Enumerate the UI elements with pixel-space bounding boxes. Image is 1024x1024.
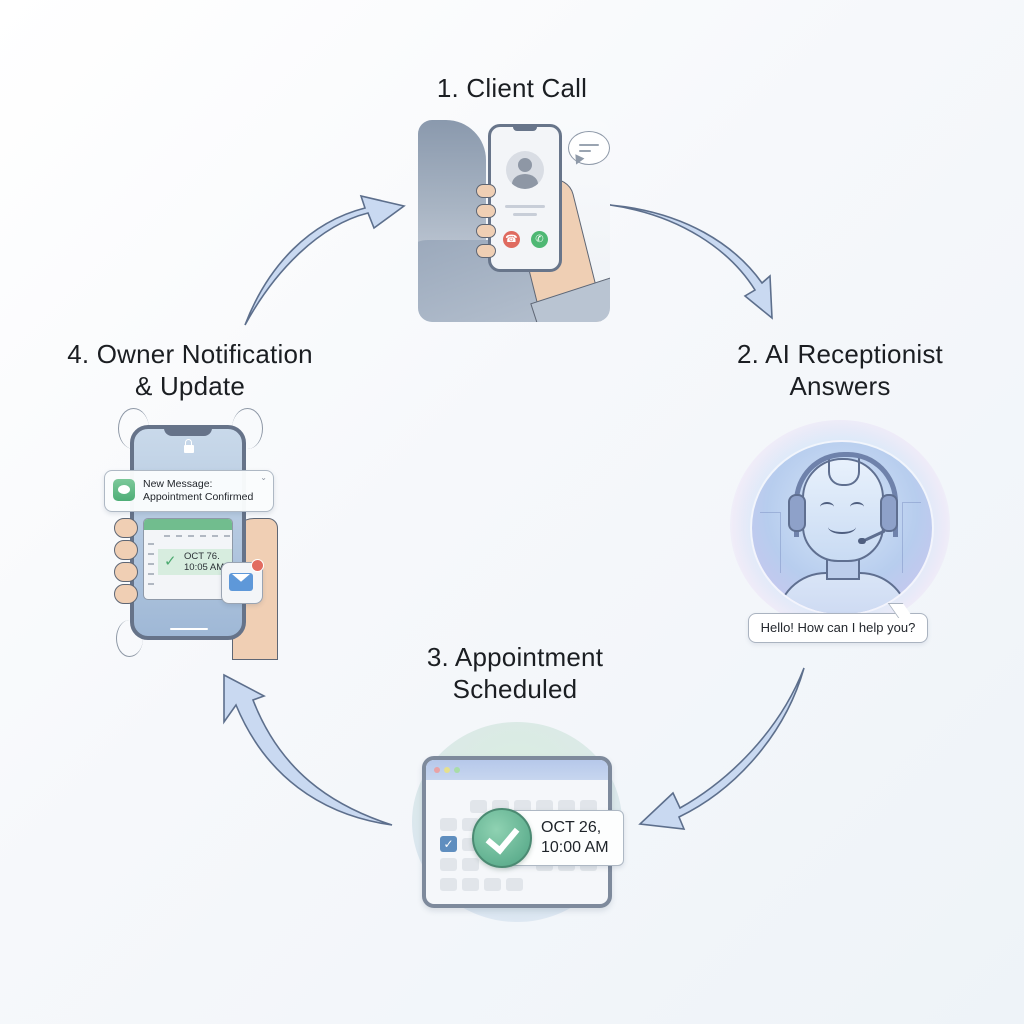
calendar-cell [506, 878, 523, 891]
home-indicator [170, 628, 208, 630]
mini-calendar-time: 10:05 AM [184, 562, 225, 573]
mini-calendar-row [148, 543, 154, 545]
notification-body: Appointment Confirmed [143, 491, 254, 503]
step-2-label: 2. AI Receptionist Answers [720, 338, 960, 402]
step-1-label-line: 1. Client Call [436, 73, 588, 103]
phone-notch [164, 428, 212, 436]
circuit-line [902, 502, 921, 573]
speech-line [579, 150, 591, 152]
ai-greeting-text: Hello! How can I help you? [760, 620, 916, 635]
notification-title: New Message: [143, 478, 213, 490]
arrow-calendar-to-owner [223, 673, 393, 826]
calendar-cell [470, 800, 487, 813]
step-1-label: 1. Client Call [412, 72, 612, 104]
mini-calendar-day [164, 535, 170, 537]
mini-calendar-day [176, 535, 182, 537]
headset-mic-tip [858, 538, 866, 544]
mini-calendar-row [148, 583, 154, 585]
calendar-titlebar [426, 760, 608, 780]
mini-calendar-row [148, 573, 154, 575]
mini-calendar-row [148, 563, 154, 565]
check-circle-icon [472, 808, 532, 868]
notification-dot-icon [251, 559, 264, 572]
step-4-label-line-1: 4. Owner Notification [67, 339, 313, 369]
robot-icon [750, 440, 934, 616]
calendar-cell [536, 800, 553, 813]
speech-bubble-icon [568, 131, 610, 167]
caller-info-placeholder [513, 213, 537, 216]
finger [114, 584, 138, 604]
headset-earcup [788, 494, 806, 532]
circuit-line [760, 512, 781, 573]
mini-calendar-highlight [158, 549, 232, 575]
mini-calendar-header [144, 519, 232, 530]
accept-call-icon: ✆ [531, 231, 548, 248]
phone-notch [513, 126, 537, 131]
calendar-cell [484, 878, 501, 891]
step-4-label: 4. Owner Notification & Update [40, 338, 340, 402]
mini-calendar-day [212, 535, 218, 537]
headset-earcup [880, 494, 898, 532]
arrow-owner-to-call [244, 194, 406, 326]
calendar-cell [440, 858, 457, 871]
calendar-cell [580, 800, 597, 813]
mini-calendar-day [224, 535, 230, 537]
arrow-call-to-ai [609, 204, 773, 320]
calendar-cell [514, 800, 531, 813]
calendar-cell [440, 878, 457, 891]
vibration-lines [116, 620, 143, 657]
calendar-cell [462, 878, 479, 891]
contact-avatar-icon [506, 151, 544, 189]
step-2-label-line-1: 2. AI Receptionist [737, 339, 943, 369]
step-3-label-line-2: Scheduled [452, 674, 578, 704]
vibration-lines [118, 408, 149, 449]
mail-icon [221, 559, 264, 604]
step-3-label-line-1: 3. Appointment [426, 642, 604, 672]
finger [114, 540, 138, 560]
finger [476, 244, 496, 258]
window-dot-red [434, 767, 440, 773]
vibration-lines [232, 408, 263, 449]
envelope [229, 573, 253, 591]
speech-line [579, 144, 599, 146]
decline-call-icon: ☎ [503, 231, 520, 248]
window-dot-yellow [444, 767, 450, 773]
ai-greeting-bubble: Hello! How can I help you? [748, 603, 928, 643]
chevron-down-icon: ⌄ [260, 473, 267, 482]
window-dot-green [454, 767, 460, 773]
finger [114, 562, 138, 582]
mini-calendar-day [188, 535, 194, 537]
calendar-cell [558, 800, 575, 813]
mini-calendar: ✓ OCT 76. 10:05 AM [143, 518, 233, 600]
calendar-cell [462, 858, 479, 871]
step-3-label: 3. Appointment Scheduled [400, 641, 630, 705]
smartphone-icon: ☎ ✆ [488, 124, 562, 272]
lock-icon [184, 439, 194, 453]
finger [114, 518, 138, 538]
appointment-date: OCT 26, [541, 819, 602, 836]
finger [476, 184, 496, 198]
finger [476, 224, 496, 238]
client-call-illustration: ☎ ✆ [418, 120, 610, 322]
caller-name-placeholder [505, 205, 545, 208]
calendar-cell [440, 818, 457, 831]
message-app-icon [113, 479, 135, 501]
step-2-label-line-2: Answers [789, 371, 891, 401]
appointment-time: 10:00 AM [541, 839, 609, 856]
mini-calendar-day [200, 535, 206, 537]
step-4-label-line-2: & Update [134, 371, 245, 401]
checkbox-icon: ✓ [440, 836, 457, 852]
mini-calendar-row [148, 553, 154, 555]
mini-calendar-date: OCT 76. [184, 551, 220, 562]
notification-banner: New Message: Appointment Confirmed ⌄ [104, 470, 274, 512]
finger [476, 204, 496, 218]
check-icon: ✓ [164, 553, 177, 570]
arrow-ai-to-calendar [638, 667, 805, 830]
